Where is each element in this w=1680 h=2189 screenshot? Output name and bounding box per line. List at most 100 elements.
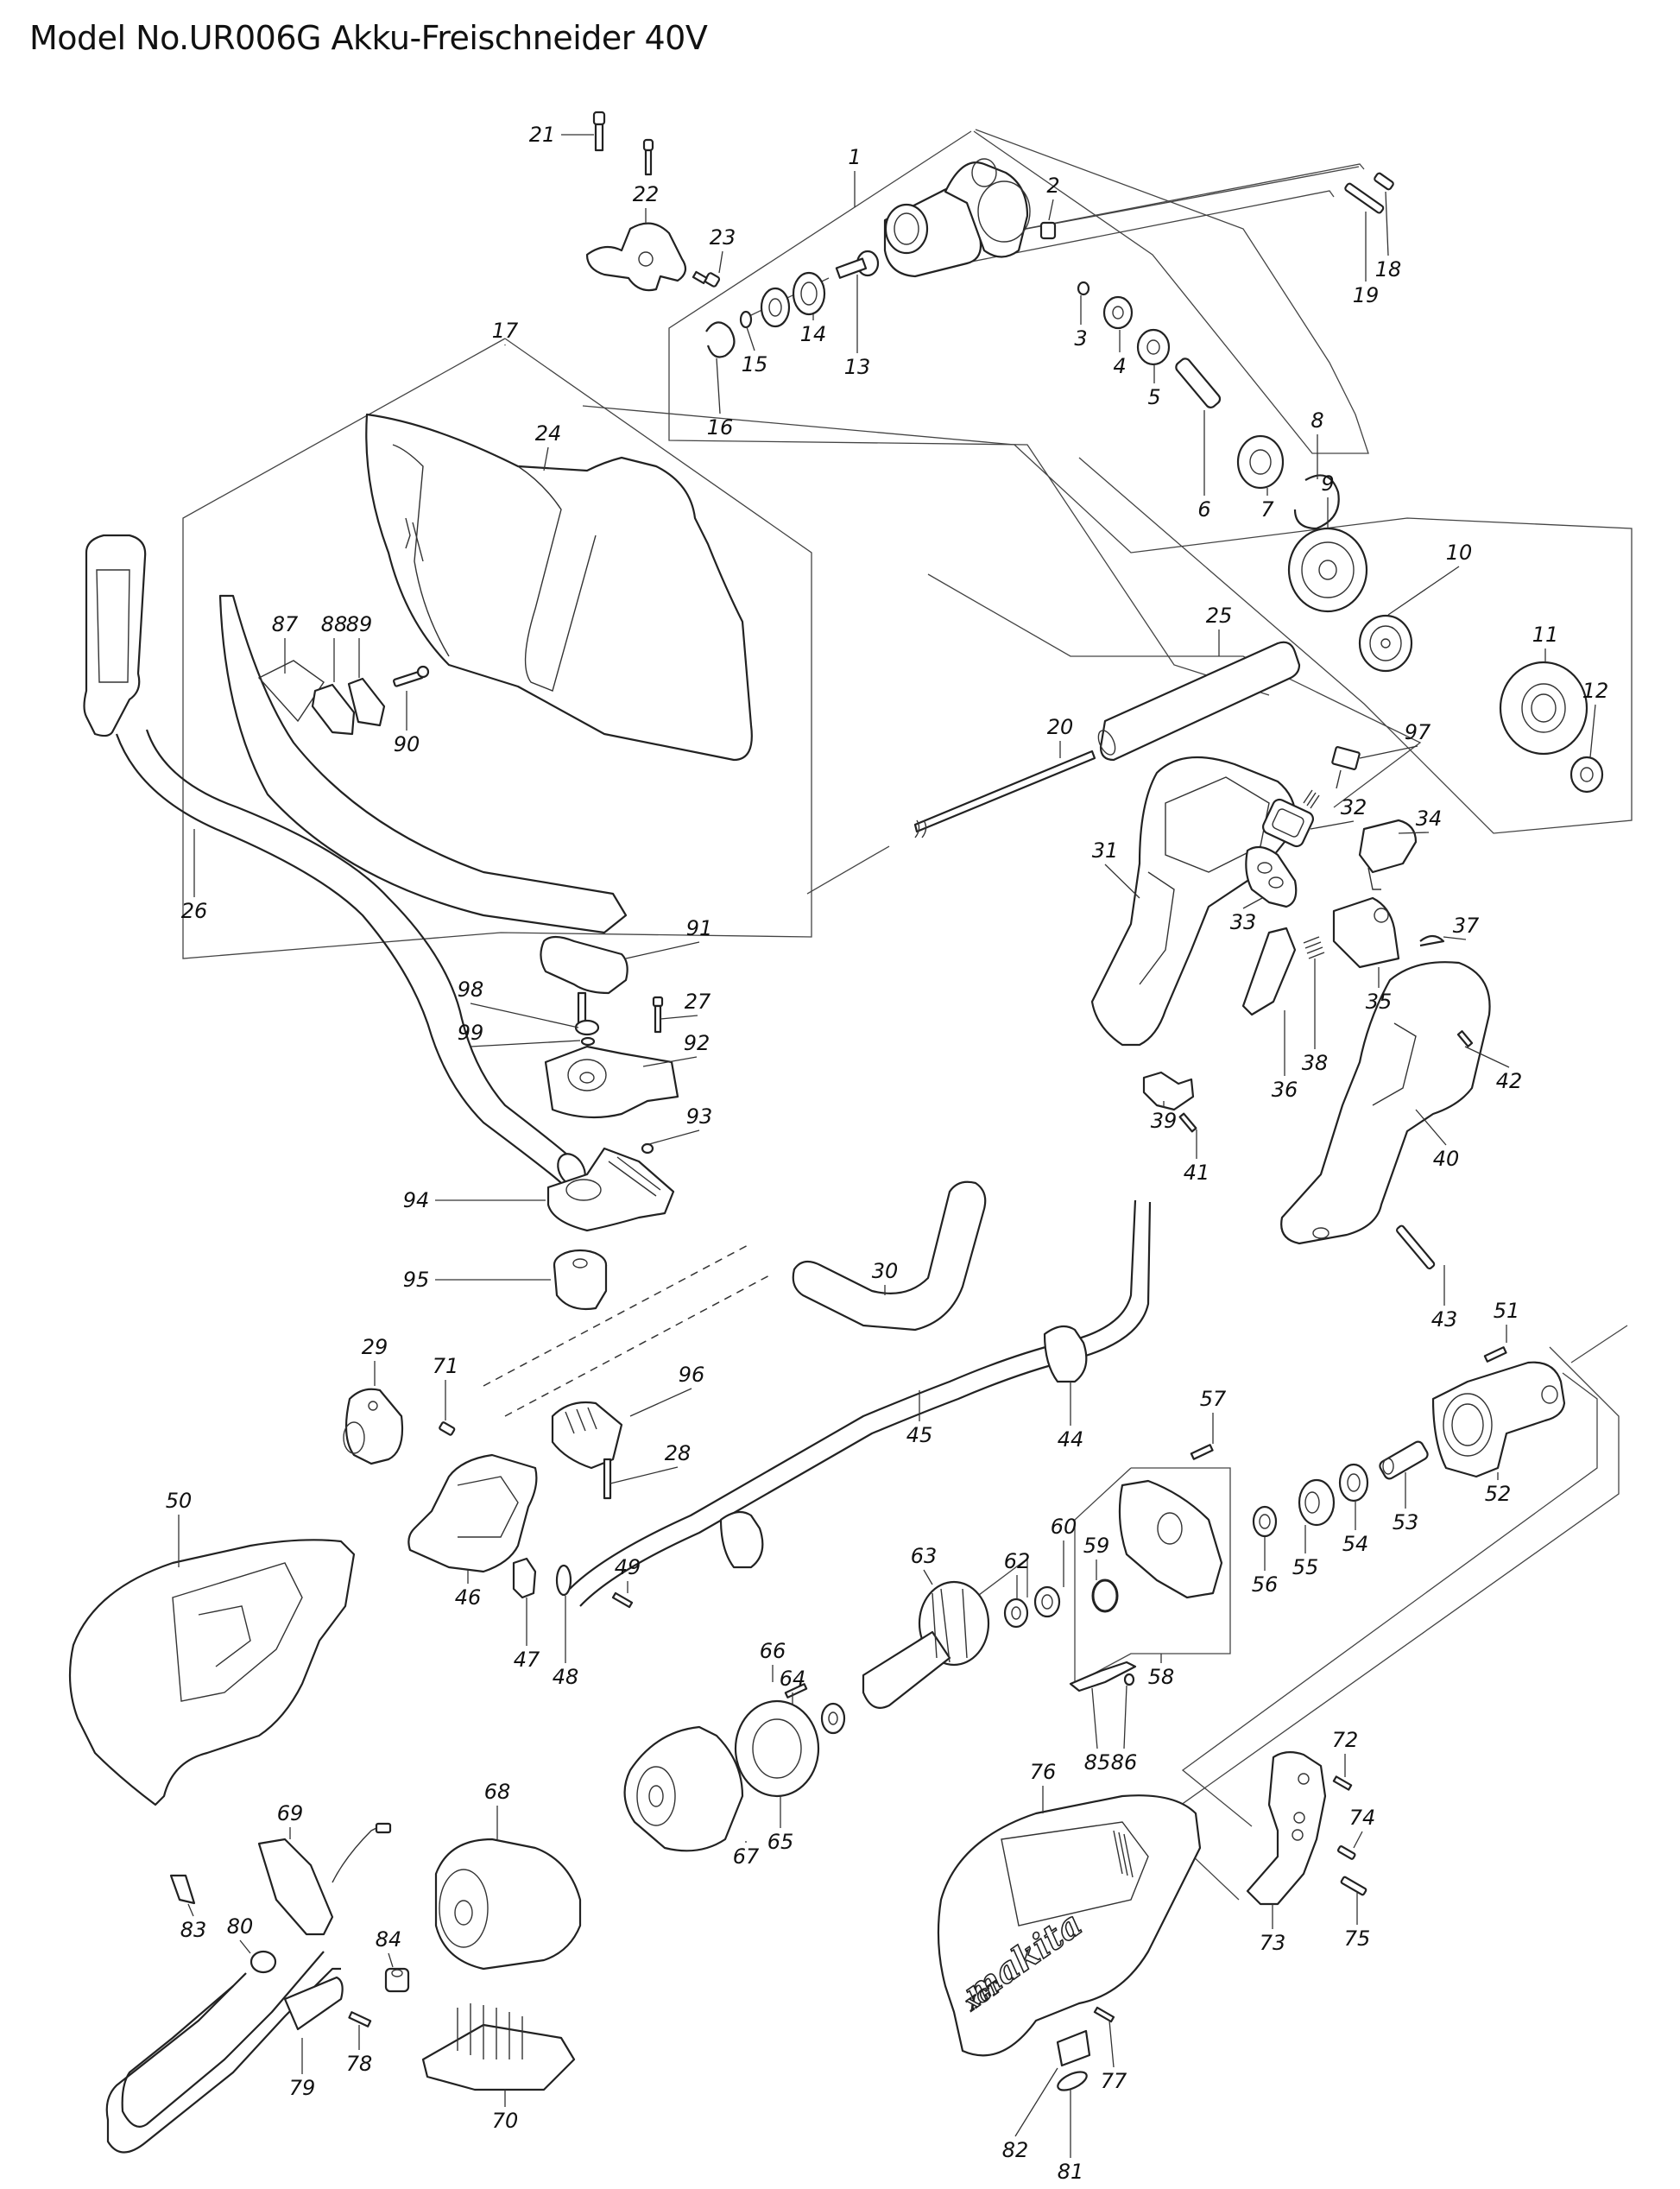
- part-86-pin[interactable]: [1123, 1673, 1135, 1686]
- callout-part-37[interactable]: 37: [1452, 914, 1480, 938]
- part-50-motor-housing[interactable]: [68, 1539, 356, 1806]
- part-10-inner-flange[interactable]: [1358, 614, 1413, 673]
- part-94-handle-holder[interactable]: [546, 1147, 675, 1232]
- callout-part-77[interactable]: 77: [1100, 2069, 1127, 2093]
- part-72-screw[interactable]: [1332, 1775, 1353, 1791]
- part-2-plug[interactable]: [1039, 221, 1057, 240]
- part-3-nut[interactable]: [1077, 281, 1090, 296]
- part-28-bolt[interactable]: [603, 1458, 612, 1500]
- part-65-sensor-holder[interactable]: [734, 1699, 820, 1798]
- callout-part-35[interactable]: 35: [1365, 990, 1393, 1014]
- part-67-stator[interactable]: [623, 1725, 744, 1852]
- callout-part-41[interactable]: 41: [1183, 1161, 1210, 1185]
- callout-part-87[interactable]: 87: [271, 612, 299, 636]
- part-92-handle-holder[interactable]: [544, 1045, 679, 1119]
- part-77-screw[interactable]: [1093, 2006, 1115, 2023]
- part-44-cord-clamp-2[interactable]: [719, 1510, 764, 1569]
- part-18-bolt[interactable]: [1374, 172, 1394, 191]
- callout-part-90[interactable]: 90: [393, 732, 420, 756]
- callout-part-88[interactable]: 88: [320, 612, 348, 636]
- callout-part-74[interactable]: 74: [1348, 1806, 1376, 1830]
- part-5-spacer[interactable]: [1136, 328, 1171, 366]
- callout-part-22[interactable]: 22: [632, 182, 660, 206]
- callout-part-63[interactable]: 63: [910, 1544, 938, 1568]
- callout-part-13[interactable]: 13: [843, 355, 871, 379]
- part-90-screw[interactable]: [393, 665, 430, 687]
- part-55-bearing-box[interactable]: [1298, 1478, 1336, 1527]
- part-57-screw[interactable]: [1190, 1444, 1214, 1460]
- part-81-label[interactable]: [1055, 2068, 1089, 2094]
- callout-part-27[interactable]: 27: [684, 990, 711, 1014]
- part-20-drive-shaft[interactable]: [913, 750, 1096, 838]
- callout-part-16[interactable]: 16: [706, 415, 734, 440]
- callout-part-72[interactable]: 72: [1331, 1728, 1359, 1752]
- callout-part-54[interactable]: 54: [1342, 1532, 1369, 1556]
- part-99-o-ring[interactable]: [580, 1036, 596, 1047]
- callout-part-67[interactable]: 67: [732, 1844, 760, 1869]
- callout-part-5[interactable]: 5: [1147, 385, 1161, 409]
- callout-part-69[interactable]: 69: [276, 1801, 304, 1825]
- part-51-screw[interactable]: [1483, 1346, 1507, 1363]
- part-79-barrier-bar[interactable]: [105, 1951, 344, 2154]
- callout-part-84[interactable]: 84: [375, 1927, 402, 1952]
- part-60-bearing[interactable]: [1033, 1585, 1061, 1618]
- callout-part-46[interactable]: 46: [454, 1585, 482, 1610]
- callout-part-71[interactable]: 71: [432, 1354, 459, 1378]
- callout-part-42[interactable]: 42: [1495, 1069, 1523, 1093]
- callout-part-53[interactable]: 53: [1392, 1510, 1419, 1534]
- part-9-gear-cover[interactable]: [1287, 527, 1368, 613]
- callout-part-45[interactable]: 45: [906, 1423, 933, 1447]
- callout-part-51[interactable]: 51: [1493, 1299, 1520, 1323]
- callout-part-21[interactable]: 21: [528, 123, 556, 147]
- callout-part-60[interactable]: 60: [1050, 1515, 1077, 1539]
- part-89-cutter[interactable]: [347, 677, 386, 727]
- part-84-rubber-pin[interactable]: [384, 1967, 410, 1993]
- part-83-label[interactable]: [169, 1874, 196, 1905]
- part-82-label[interactable]: [1056, 2029, 1091, 2067]
- callout-part-89[interactable]: 89: [345, 612, 373, 636]
- part-32-switch-unit[interactable]: [1260, 789, 1320, 849]
- part-7-bearing[interactable]: [1236, 434, 1285, 490]
- part-56-bearing[interactable]: [1252, 1505, 1278, 1538]
- callout-part-75[interactable]: 75: [1343, 1926, 1371, 1951]
- callout-part-28[interactable]: 28: [664, 1441, 692, 1465]
- part-15-spacer[interactable]: [739, 310, 753, 329]
- callout-part-23[interactable]: 23: [709, 225, 736, 250]
- callout-part-17[interactable]: 17: [491, 319, 519, 343]
- part-66-screw[interactable]: [784, 1683, 808, 1699]
- part-19-bolt[interactable]: [1344, 182, 1385, 214]
- callout-part-93[interactable]: 93: [685, 1104, 713, 1129]
- callout-part-19[interactable]: 19: [1352, 283, 1380, 307]
- callout-part-39[interactable]: 39: [1150, 1109, 1178, 1133]
- callout-part-91[interactable]: 91: [685, 916, 713, 940]
- callout-part-2[interactable]: 2: [1046, 174, 1060, 198]
- part-22-guard-clamp[interactable]: [585, 222, 687, 292]
- callout-part-62[interactable]: 62: [1003, 1549, 1031, 1573]
- part-1-gear-head[interactable]: [883, 158, 1031, 278]
- callout-part-25[interactable]: 25: [1205, 604, 1233, 628]
- callout-part-57[interactable]: 57: [1199, 1387, 1227, 1411]
- callout-part-11[interactable]: 11: [1532, 623, 1559, 647]
- callout-part-85[interactable]: 85: [1083, 1750, 1111, 1775]
- part-69-controller[interactable]: [257, 1822, 392, 1936]
- callout-part-18[interactable]: 18: [1374, 257, 1402, 282]
- part-87-guard-extension[interactable]: [218, 594, 628, 934]
- part-16-ring[interactable]: [705, 321, 736, 358]
- part-64-bearing[interactable]: [820, 1702, 846, 1735]
- part-97-switch[interactable]: [1331, 746, 1361, 789]
- part-48-cord-holder[interactable]: [555, 1564, 572, 1597]
- callout-part-92[interactable]: 92: [683, 1031, 711, 1055]
- callout-part-3[interactable]: 3: [1074, 326, 1088, 351]
- part-29-hanger[interactable]: [343, 1388, 404, 1465]
- callout-part-7[interactable]: 7: [1260, 497, 1274, 522]
- part-8-ring[interactable]: [1293, 474, 1340, 530]
- callout-part-99[interactable]: 99: [457, 1021, 484, 1045]
- callout-part-44[interactable]: 44: [1057, 1427, 1084, 1452]
- part-53-coupling[interactable]: [1378, 1439, 1429, 1480]
- callout-part-30[interactable]: 30: [871, 1259, 899, 1283]
- callout-part-94[interactable]: 94: [402, 1188, 430, 1212]
- part-41-screw[interactable]: [1178, 1112, 1197, 1133]
- part-47-cord-guard[interactable]: [512, 1557, 537, 1599]
- callout-part-65[interactable]: 65: [767, 1830, 794, 1854]
- part-73-rear-cover[interactable]: [1246, 1751, 1327, 1906]
